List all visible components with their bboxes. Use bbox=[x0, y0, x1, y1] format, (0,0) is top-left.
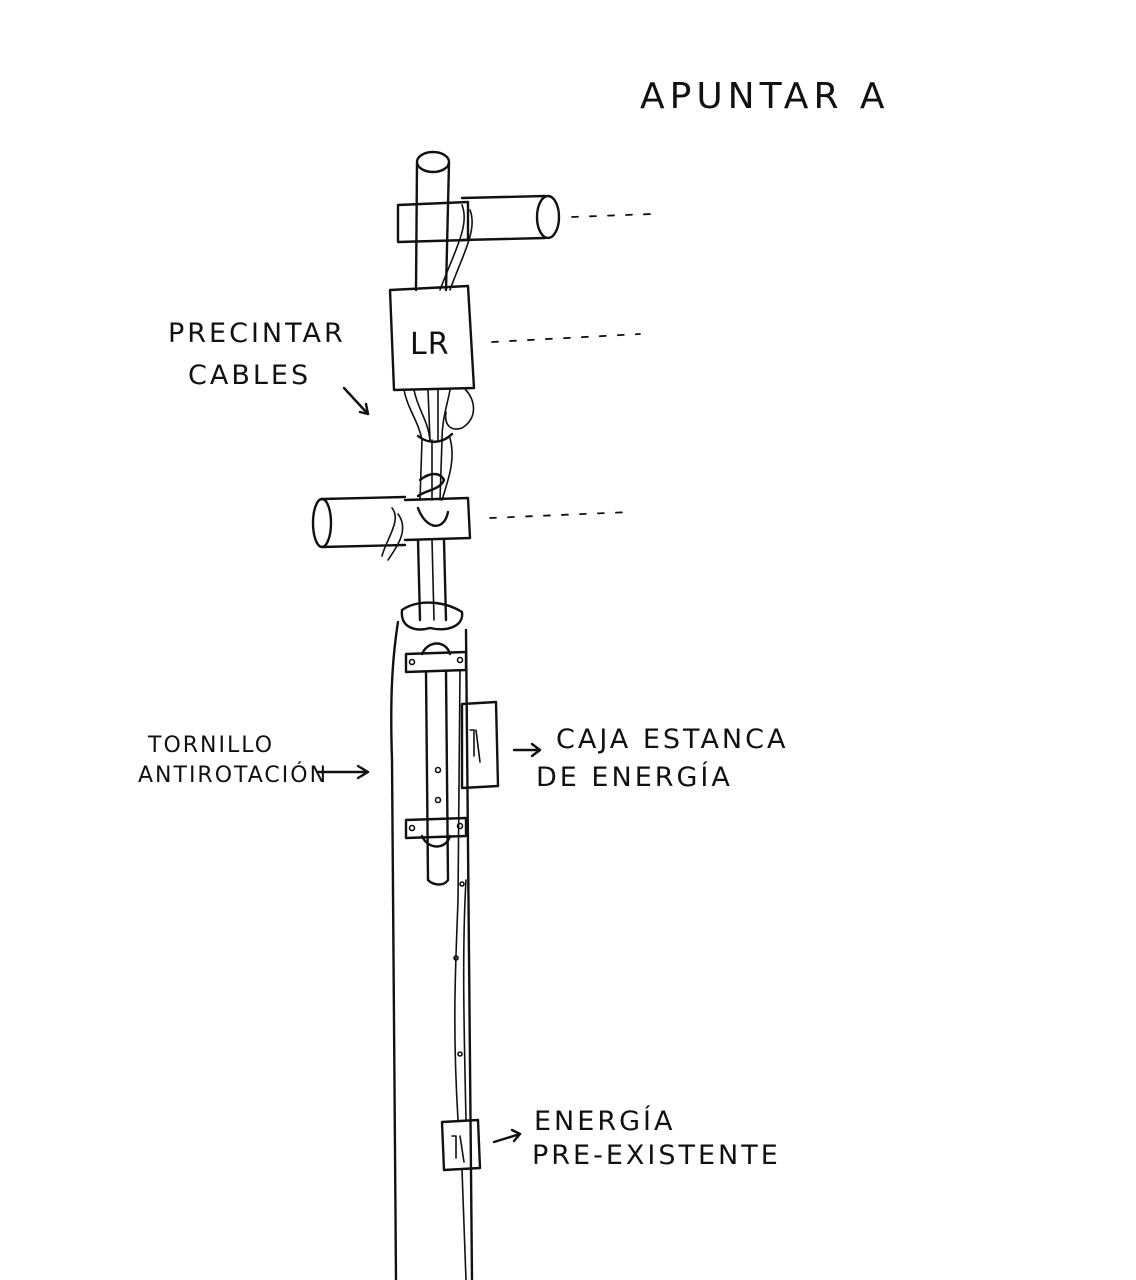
power-box bbox=[460, 700, 500, 790]
lower-clamp bbox=[404, 816, 468, 848]
middle-antenna bbox=[311, 495, 631, 561]
existing-pole bbox=[390, 620, 474, 1280]
svg-text:CABLES: CABLES bbox=[188, 360, 311, 391]
label-tornillo: TORNILLO ANTIROTACIÓN bbox=[138, 733, 370, 788]
svg-text:ANTIROTACIÓN: ANTIROTACIÓN bbox=[138, 762, 328, 788]
svg-text:ENERGÍA: ENERGÍA bbox=[534, 1105, 675, 1137]
svg-text:PRECINTAR: PRECINTAR bbox=[168, 318, 346, 349]
label-precintar-cables: PRECINTAR CABLES bbox=[168, 318, 370, 416]
top-antenna bbox=[396, 194, 653, 291]
svg-text:DE ENERGÍA: DE ENERGÍA bbox=[536, 761, 733, 793]
pre-existing-power-box bbox=[440, 1118, 482, 1172]
upper-clamp bbox=[404, 642, 468, 674]
cable-bundle bbox=[403, 387, 475, 501]
inner-mast-tube bbox=[424, 670, 450, 886]
lr-box-label: LR bbox=[410, 327, 450, 362]
svg-text:PRE-EXISTENTE: PRE-EXISTENTE bbox=[532, 1140, 781, 1171]
label-energia-preexistente: ENERGÍA PRE-EXISTENTE bbox=[492, 1105, 781, 1171]
energia-arrow bbox=[492, 1132, 522, 1144]
mast-mid-tube bbox=[400, 538, 464, 631]
svg-text:TORNILLO: TORNILLO bbox=[147, 733, 274, 758]
title-text: APUNTAR A bbox=[640, 76, 890, 117]
label-caja-estanca: CAJA ESTANCA DE ENERGÍA bbox=[512, 724, 788, 793]
mast-top-tube bbox=[414, 150, 451, 292]
precintar-arrow bbox=[342, 386, 370, 416]
svg-text:CAJA ESTANCA: CAJA ESTANCA bbox=[556, 724, 788, 755]
lr-box: LR bbox=[388, 284, 641, 392]
power-cable bbox=[453, 669, 467, 1280]
